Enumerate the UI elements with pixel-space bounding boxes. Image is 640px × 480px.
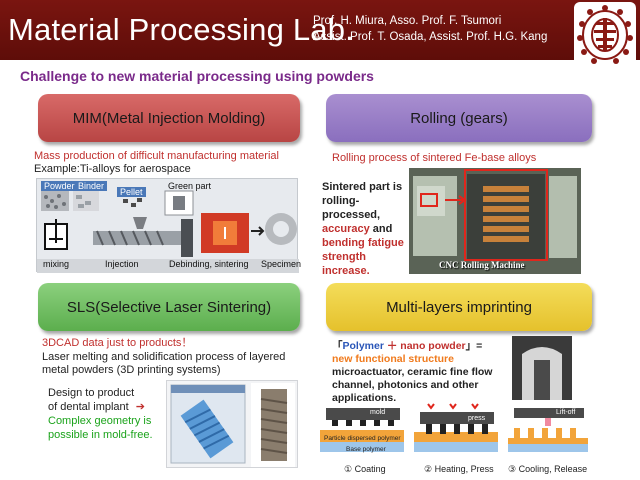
professors-line-1: Prof. H. Miura, Asso. Prof. F. Tsumori: [313, 15, 502, 27]
tag-pellet: Pellet: [117, 187, 146, 197]
mim-process-illustration: [37, 190, 299, 273]
step-injection: Injection: [105, 259, 139, 269]
micro-structure-photo: [512, 336, 572, 400]
dental-implant-image: [166, 380, 298, 468]
label-press: press: [468, 415, 486, 422]
sls-headline: 3DCAD data just to products！: [42, 337, 193, 349]
professors-line-2: Assist. Prof. T. Osada, Assist. Prof. H.…: [313, 31, 548, 43]
bracket-open: 「: [332, 340, 343, 352]
multi-layer-desc-1: microactuator, ceramic fine flow: [332, 366, 493, 378]
professors-list: Prof. H. Miura, Asso. Prof. F. Tsumori A…: [313, 13, 547, 45]
rolling-description: Rolling process of sintered Fe-base allo…: [332, 152, 537, 164]
multi-layer-desc-2: channel, photonics and other: [332, 379, 479, 391]
sls-design-line-1: Design to product: [48, 387, 135, 399]
sls-description-2: metal powders (3D printing systems): [42, 364, 221, 376]
rolling-section-header: Rolling (gears): [326, 94, 592, 142]
accuracy-text: accuracy: [322, 223, 370, 235]
caption-coating: ① Coating: [344, 464, 386, 474]
label-base-polymer: Base polymer: [346, 446, 386, 453]
multi-layer-formula: 「Polymer ＋ nano powder」=: [332, 340, 510, 353]
rolling-machine-illustration: [409, 168, 581, 274]
rolling-details: Sintered part is rolling-processed, accu…: [322, 180, 412, 278]
mim-section-header: MIM(Metal Injection Molding): [38, 94, 300, 142]
multi-layer-section-header: Multi-layers imprinting: [326, 283, 592, 331]
rolling-details-line-2: rolling-processed,: [322, 195, 381, 221]
polymer-text: Polymer: [342, 340, 384, 352]
crest-icon: [577, 5, 633, 64]
tag-powder: Powder: [41, 181, 78, 191]
rolling-details-line-4: bending fatigue: [322, 237, 404, 249]
bracket-close: 」=: [465, 340, 483, 352]
nano-powder-text: nano powder: [400, 340, 466, 352]
label-particle-dispersed: Particle dispersed polymer: [324, 435, 401, 442]
new-functional-structure: new functional structure: [332, 353, 454, 365]
mim-process-diagram: Powder Binder Pellet Green part mixing I…: [36, 178, 302, 273]
mim-example: Example:Ti-alloys for aerospace: [34, 163, 191, 175]
micro-structure-illustration: [512, 336, 572, 400]
arrow-right-icon: ➔: [135, 401, 145, 413]
cnc-rolling-machine-photo: CNC Rolling Machine: [409, 168, 581, 274]
and-text: and: [369, 223, 393, 235]
tag-green-part: Green part: [168, 181, 212, 191]
sls-section-header: SLS(Selective Laser Sintering): [38, 283, 300, 331]
sls-description-1: Laser melting and solidification process…: [42, 351, 286, 363]
mim-description: Mass production of difficult manufacturi…: [34, 150, 279, 162]
university-crest-logo: [574, 2, 636, 66]
page-subtitle: Challenge to new material processing usi…: [20, 68, 374, 84]
sls-design-text: of dental implant: [48, 401, 129, 413]
header-bar: Material Processing Lab. Prof. H. Miura,…: [0, 0, 640, 60]
tag-binder: Binder: [75, 181, 108, 191]
step-mixing: mixing: [43, 259, 70, 269]
imprinting-process-diagram: mold Particle dispersed polymer Base pol…: [318, 402, 590, 474]
lab-title: Material Processing Lab.: [8, 12, 354, 47]
label-lift-off: Lift-off: [556, 409, 576, 416]
step-debinding: Debinding, sintering: [169, 259, 249, 269]
caption-heating-press: ② Heating, Press: [424, 464, 494, 474]
plus-text: ＋: [383, 340, 401, 352]
rolling-details-line-5: strength increase.: [322, 251, 370, 277]
rolling-details-line-1: Sintered part is: [322, 181, 403, 193]
label-mold: mold: [370, 409, 386, 416]
sls-green-line-1: Complex geometry is: [48, 415, 152, 427]
imprinting-steps-illustration: [320, 403, 588, 452]
dental-implant-illustration: [170, 383, 295, 467]
rolling-details-line-3: accuracy and: [322, 222, 412, 236]
multi-layer-description: 「Polymer ＋ nano powder」= new functional …: [332, 340, 510, 405]
step-specimen: Specimen: [261, 259, 302, 269]
rolling-photo-caption: CNC Rolling Machine: [439, 260, 525, 270]
caption-cooling-release: ③ Cooling, Release: [508, 464, 588, 474]
sls-green-line-2: possible in mold-free.: [48, 429, 153, 441]
sls-design-line-2: of dental implant ➔: [48, 401, 145, 414]
multi-layer-desc-3: applications.: [332, 392, 397, 404]
